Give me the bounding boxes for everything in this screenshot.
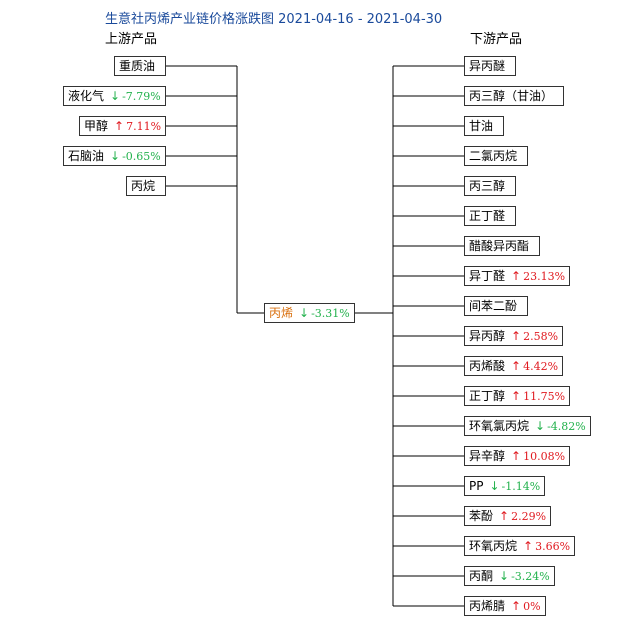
downstream-node: 间苯二酚: [464, 296, 529, 316]
downstream-node: 正丁醇 ↑11.75%: [464, 386, 571, 406]
arrow-up-icon: ↑: [523, 539, 534, 553]
arrow-down-icon: ↓: [110, 149, 121, 163]
downstream-node: 醋酸异丙酯: [464, 236, 541, 256]
upstream-label: 上游产品: [105, 32, 158, 47]
downstream-node: 异丙醇 ↑2.58%: [464, 326, 564, 346]
downstream-node: 环氧氯丙烷 ↓-4.82%: [464, 416, 591, 436]
downstream-change: 11.75%: [523, 389, 566, 403]
downstream-change: 2.58%: [523, 329, 559, 343]
upstream-name: 石脑油: [68, 149, 105, 163]
downstream-name: 异丙醇: [469, 329, 506, 343]
chart-title: 生意社丙烯产业链价格涨跌图 2021-04-16 - 2021-04-30: [105, 12, 443, 27]
downstream-change: 0%: [523, 599, 541, 613]
downstream-name: 异辛醇: [469, 449, 506, 463]
downstream-node: PP ↓-1.14%: [464, 476, 546, 496]
downstream-change: -1.14%: [501, 479, 541, 493]
upstream-node: 甲醇 ↑7.11%: [79, 116, 167, 136]
upstream-change: 7.11%: [126, 119, 162, 133]
downstream-name: 丙酮: [469, 569, 494, 583]
upstream-name: 重质油: [119, 59, 156, 73]
downstream-name: 环氧丙烷: [469, 539, 518, 553]
upstream-name: 液化气: [68, 89, 105, 103]
downstream-node: 环氧丙烷 ↑3.66%: [464, 536, 576, 556]
center-change: -3.31%: [311, 306, 350, 320]
downstream-name: 丙烯酸: [469, 359, 506, 373]
downstream-node: 异丁醛 ↑23.13%: [464, 266, 571, 286]
upstream-node: 液化气 ↓-7.79%: [63, 86, 166, 106]
downstream-change: -4.82%: [547, 419, 586, 433]
downstream-name: 二氯丙烷: [469, 149, 518, 163]
downstream-node: 丙三醇（甘油）: [464, 86, 565, 106]
arrow-up-icon: ↑: [511, 599, 522, 613]
arrow-up-icon: ↑: [114, 119, 125, 133]
downstream-name: 甘油: [469, 119, 494, 133]
downstream-change: -3.24%: [511, 569, 550, 583]
arrow-up-icon: ↑: [511, 329, 522, 343]
downstream-label: 下游产品: [470, 32, 523, 47]
center-node: 丙烯 ↓-3.31%: [264, 303, 355, 323]
upstream-name: 甲醇: [84, 119, 109, 133]
upstream-node: 石脑油 ↓-0.65%: [63, 146, 166, 166]
arrow-down-icon: ↓: [499, 569, 510, 583]
downstream-node: 苯酚 ↑2.29%: [464, 506, 552, 526]
upstream-node: 重质油: [114, 56, 167, 76]
downstream-node: 异丙醚: [464, 56, 517, 76]
downstream-name: 异丁醛: [469, 269, 506, 283]
downstream-node: 丙酮 ↓-3.24%: [464, 566, 555, 586]
downstream-name: 正丁醛: [469, 209, 506, 223]
downstream-name: 环氧氯丙烷: [469, 419, 530, 433]
arrow-up-icon: ↑: [499, 509, 510, 523]
downstream-node: 二氯丙烷: [464, 146, 529, 166]
downstream-change: 2.29%: [511, 509, 547, 523]
upstream-node: 丙烷: [126, 176, 167, 196]
upstream-change: -0.65%: [122, 149, 161, 163]
arrow-down-icon: ↓: [299, 306, 310, 320]
arrow-up-icon: ↑: [511, 269, 522, 283]
arrow-down-icon: ↓: [110, 89, 121, 103]
downstream-name: 丙三醇: [469, 179, 506, 193]
downstream-node: 丙烯腈 ↑0%: [464, 596, 546, 616]
downstream-change: 3.66%: [535, 539, 571, 553]
downstream-change: 23.13%: [523, 269, 566, 283]
downstream-node: 丙烯酸 ↑4.42%: [464, 356, 564, 376]
downstream-name: PP: [469, 479, 484, 493]
downstream-node: 异辛醇 ↑10.08%: [464, 446, 571, 466]
downstream-name: 异丙醚: [469, 59, 506, 73]
arrow-up-icon: ↑: [511, 359, 522, 373]
downstream-node: 正丁醛: [464, 206, 517, 226]
downstream-name: 丙烯腈: [469, 599, 506, 613]
arrow-down-icon: ↓: [489, 479, 500, 493]
upstream-change: -7.79%: [122, 89, 161, 103]
arrow-up-icon: ↑: [511, 449, 522, 463]
downstream-name: 苯酚: [469, 509, 494, 523]
downstream-change: 10.08%: [523, 449, 566, 463]
center-name: 丙烯: [269, 306, 294, 320]
downstream-node: 丙三醇: [464, 176, 517, 196]
upstream-name: 丙烷: [131, 179, 156, 193]
downstream-name: 丙三醇（甘油）: [469, 89, 554, 103]
arrow-up-icon: ↑: [511, 389, 522, 403]
downstream-node: 甘油: [464, 116, 505, 136]
downstream-name: 醋酸异丙酯: [469, 239, 530, 253]
arrow-down-icon: ↓: [535, 419, 546, 433]
downstream-name: 间苯二酚: [469, 299, 518, 313]
downstream-change: 4.42%: [523, 359, 559, 373]
downstream-name: 正丁醇: [469, 389, 506, 403]
